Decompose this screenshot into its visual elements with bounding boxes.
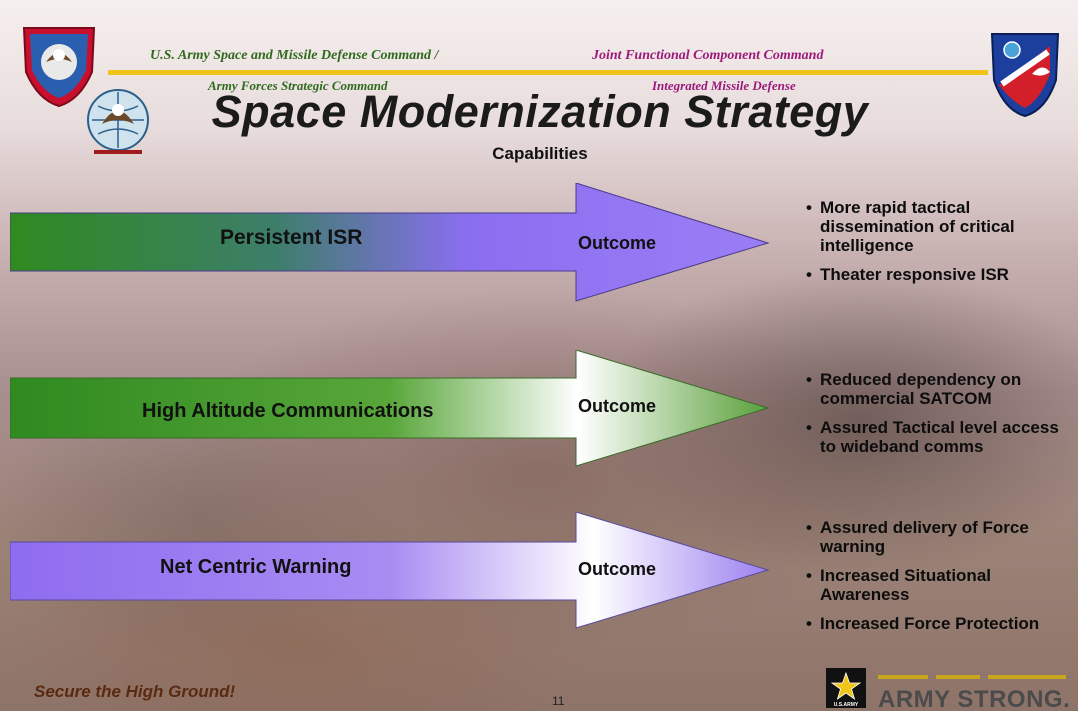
list-item: •Assured delivery of Force warning (806, 518, 1029, 556)
header-left-line2: Army Forces Strategic Command (208, 78, 388, 93)
eagle-shield-icon (22, 27, 96, 108)
bullet-text: Reduced dependency on commercial SATCOM (820, 370, 1022, 408)
list-item: •Theater responsive ISR (806, 265, 1009, 284)
army-star-icon: U.S.ARMY (826, 668, 866, 708)
outcome-bullets-3: •Assured delivery of Force warning •Incr… (806, 518, 1068, 643)
capability-label: Net Centric Warning (160, 556, 352, 578)
outcome-bullets-2: •Reduced dependency on commercial SATCOM… (806, 370, 1068, 466)
capability-arrow-net-centric-warning: Net Centric Warning Outcome (10, 512, 770, 632)
slide-subtitle: Capabilities (492, 144, 588, 163)
page-number: 11 (552, 694, 565, 708)
capability-label: Persistent ISR (220, 226, 363, 249)
bullet-text: More rapid tactical dissemination of cri… (820, 198, 1015, 255)
capability-label: High Altitude Communications (142, 400, 434, 422)
bullet-text: Increased Force Protection (820, 614, 1040, 633)
army-tagline-decoration (878, 675, 1066, 679)
list-item: •Increased Situational Awareness (806, 566, 991, 604)
outcome-label: Outcome (578, 396, 657, 416)
list-item: •Increased Force Protection (806, 614, 1040, 633)
army-strong-brand: ARMY STRONG. (878, 686, 1071, 711)
army-logo-caption: U.S.ARMY (834, 702, 859, 708)
outcome-label: Outcome (578, 559, 657, 579)
header-right-line2: Integrated Missile Defense (652, 78, 796, 93)
header-right-line1: Joint Functional Component Command (592, 48, 824, 63)
bullet-text: Assured delivery of Force warning (820, 518, 1029, 556)
header-left-line1: U.S. Army Space and Missile Defense Comm… (150, 48, 439, 63)
slide-title: Space Modernization Strategy (211, 86, 869, 137)
eagle-shield-right-icon (990, 33, 1060, 118)
capability-arrow-high-altitude-communications: High Altitude Communications Outcome (10, 350, 770, 470)
list-item: •More rapid tactical dissemination of cr… (806, 198, 1015, 255)
header-divider (108, 70, 988, 75)
capability-arrow-persistent-isr: Persistent ISR Outcome (10, 183, 770, 303)
bullet-text: Theater responsive ISR (820, 265, 1009, 284)
list-item: •Reduced dependency on commercial SATCOM (806, 370, 1022, 408)
outcome-bullets-1: •More rapid tactical dissemination of cr… (806, 198, 1068, 294)
outcome-label: Outcome (578, 233, 657, 253)
bullet-text: Increased Situational Awareness (820, 566, 991, 604)
footer-motto: Secure the High Ground! (34, 682, 236, 701)
list-item: •Assured Tactical level access to wideba… (806, 418, 1059, 456)
bullet-text: Assured Tactical level access to wideban… (820, 418, 1059, 456)
eagle-globe-emblem-icon (87, 89, 149, 154)
